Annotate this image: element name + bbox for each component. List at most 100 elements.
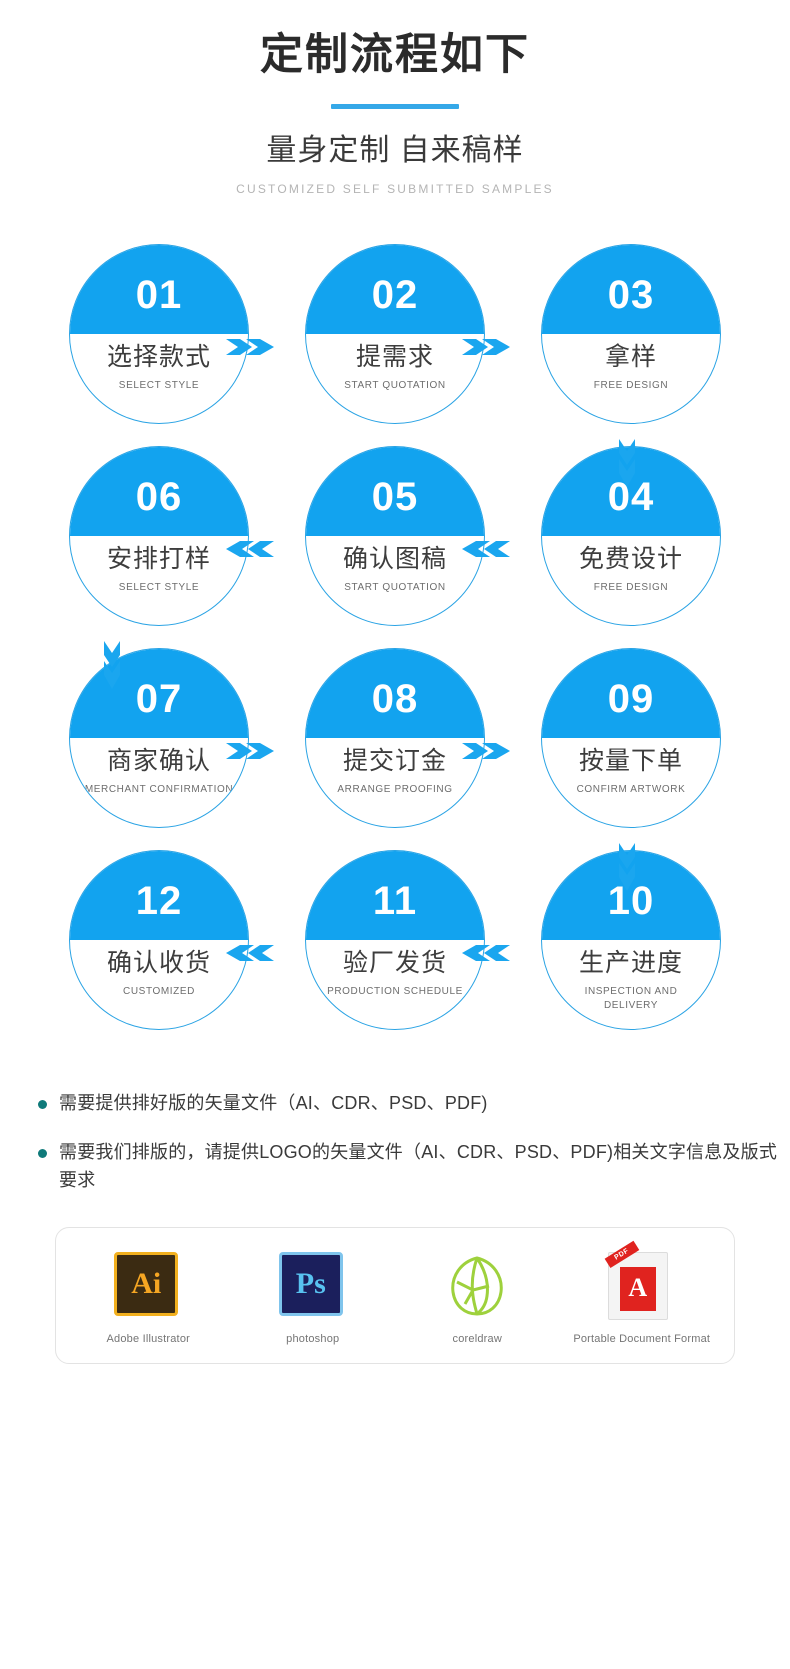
node-number: 11 (372, 879, 418, 924)
arrow-right-icon (222, 332, 278, 362)
arrow-left-icon (222, 534, 278, 564)
software-item-pdf: A PDF Portable Document Format (567, 1241, 717, 1346)
process-cell: 03 拿样 FREE DESIGN (513, 243, 749, 424)
note-item: 需要我们排版的，请提供LOGO的矢量文件（AI、CDR、PSD、PDF)相关文字… (38, 1139, 790, 1195)
node-number-band: 12 (70, 850, 248, 940)
node-label-cn: 按量下单 (578, 746, 683, 775)
note-item: 需要提供排好版的矢量文件（AI、CDR、PSD、PDF) (38, 1090, 790, 1118)
note-text: 需要我们排版的，请提供LOGO的矢量文件（AI、CDR、PSD、PDF)相关文字… (59, 1142, 778, 1191)
pdf-a-mark: A (628, 1273, 648, 1303)
node-number-band: 03 (542, 244, 720, 334)
page-subtitle-english: CUSTOMIZED SELF SUBMITTED SAMPLES (236, 181, 554, 196)
process-cell: 05 确认图稿 START QUOTATION (277, 445, 513, 626)
process-node-01[interactable]: 01 选择款式 SELECT STYLE (69, 243, 249, 424)
process-node-07[interactable]: 07 商家确认 MERCHANT CONFIRMATION (69, 647, 249, 828)
node-label-area: 生产进度 INSPECTION AND DELIVERY (542, 940, 720, 1029)
node-label-en: CUSTOMIZED (123, 986, 195, 998)
node-label-cn: 安排打样 (106, 544, 211, 573)
node-label-area: 选择款式 SELECT STYLE (70, 334, 248, 423)
requirements-notes: 需要提供排好版的矢量文件（AI、CDR、PSD、PDF) 需要我们排版的，请提供… (0, 1090, 790, 1196)
node-number: 12 (135, 879, 183, 924)
node-number-band: 07 (70, 648, 248, 738)
node-number: 07 (135, 677, 183, 722)
node-number: 06 (135, 475, 183, 520)
node-number-band: 06 (70, 446, 248, 536)
process-cell: 09 按量下单 CONFIRM ARTWORK (513, 647, 749, 828)
node-number-band: 04 (542, 446, 720, 536)
process-cell: 08 提交订金 ARRANGE PROOFING (277, 647, 513, 828)
node-label-area: 商家确认 MERCHANT CONFIRMATION (70, 738, 248, 827)
process-cell: 06 安排打样 SELECT STYLE (41, 445, 277, 626)
arrow-down-icon (612, 436, 642, 488)
process-node-09[interactable]: 09 按量下单 CONFIRM ARTWORK (541, 647, 721, 828)
node-label-en: INSPECTION AND DELIVERY (584, 986, 678, 1011)
software-item-illustrator: Ai Adobe Illustrator (73, 1252, 223, 1346)
adobe-illustrator-icon: Ai (114, 1252, 182, 1320)
node-label-area: 提交订金 ARRANGE PROOFING (306, 738, 484, 827)
node-label-area: 拿样 FREE DESIGN (542, 334, 720, 423)
page-subtitle: 量身定制 自来稿样 (266, 133, 524, 167)
node-number-band: 10 (542, 850, 720, 940)
process-node-06[interactable]: 06 安排打样 SELECT STYLE (69, 445, 249, 626)
node-label-cn: 商家确认 (106, 746, 211, 775)
process-node-12[interactable]: 12 确认收货 CUSTOMIZED (69, 849, 249, 1030)
process-row-3: 07 商家确认 MERCHANT CONFIRMATION 08 提交订金 AR… (0, 647, 790, 828)
node-number-band: 11 (306, 850, 484, 940)
bullet-icon (38, 1149, 47, 1159)
node-label-en: ARRANGE PROOFING (337, 784, 453, 796)
software-label: coreldraw (452, 1333, 502, 1346)
process-cell: 02 提需求 START QUOTATION (277, 243, 513, 424)
pdf-ribbon: PDF (604, 1241, 639, 1269)
software-label: Portable Document Format (573, 1333, 711, 1346)
process-cell: 10 生产进度 INSPECTION AND DELIVERY (513, 849, 749, 1030)
node-label-area: 确认收货 CUSTOMIZED (70, 940, 248, 1029)
ai-mark: Ai (114, 1252, 179, 1317)
node-label-cn: 生产进度 (578, 948, 683, 977)
node-label-cn: 拿样 (604, 342, 657, 371)
node-label-en: FREE DESIGN (593, 380, 669, 392)
node-number-band: 02 (306, 244, 484, 334)
arrow-left-icon (458, 534, 514, 564)
node-label-en: FREE DESIGN (593, 582, 669, 594)
software-label: Adobe Illustrator (106, 1333, 190, 1346)
process-node-10[interactable]: 10 生产进度 INSPECTION AND DELIVERY (541, 849, 721, 1030)
pdf-icon: A PDF (604, 1241, 676, 1321)
node-number: 08 (371, 677, 419, 722)
process-row-2: 06 安排打样 SELECT STYLE 05 确认图稿 START QUOTA… (0, 445, 790, 626)
node-number: 09 (607, 677, 655, 722)
process-node-02[interactable]: 02 提需求 START QUOTATION (305, 243, 485, 424)
pdf-page: A PDF (604, 1241, 668, 1321)
node-label-cn: 确认图稿 (342, 544, 447, 573)
pdf-body (619, 1267, 656, 1312)
node-label-cn: 选择款式 (106, 342, 211, 371)
node-number: 05 (371, 475, 419, 520)
software-label: photoshop (286, 1333, 340, 1346)
node-number: 04 (607, 475, 655, 520)
arrow-left-icon (222, 938, 278, 968)
process-node-08[interactable]: 08 提交订金 ARRANGE PROOFING (305, 647, 485, 828)
node-label-en: START QUOTATION (344, 582, 446, 594)
process-node-11[interactable]: 11 验厂发货 PRODUCTION SCHEDULE (305, 849, 485, 1030)
photoshop-icon: Ps (278, 1252, 347, 1320)
supported-software-box: Ai Adobe Illustrator Ps photoshop (55, 1227, 735, 1364)
arrow-left-icon (458, 938, 514, 968)
process-node-04[interactable]: 04 免费设计 FREE DESIGN (541, 445, 721, 626)
process-node-03[interactable]: 03 拿样 FREE DESIGN (541, 243, 721, 424)
bullet-icon (38, 1099, 47, 1109)
process-row-1: 01 选择款式 SELECT STYLE 02 提需求 START QUOTAT… (0, 243, 790, 424)
process-node-05[interactable]: 05 确认图稿 START QUOTATION (305, 445, 485, 626)
process-row-4: 12 确认收货 CUSTOMIZED 11 验厂发货 PRODUCTION SC… (0, 849, 790, 1030)
process-cell: 12 确认收货 CUSTOMIZED (41, 849, 277, 1030)
software-item-coreldraw: coreldraw (402, 1252, 552, 1346)
node-label-area: 安排打样 SELECT STYLE (70, 536, 248, 625)
node-label-en: MERCHANT CONFIRMATION (84, 784, 234, 796)
arrow-right-icon (458, 736, 514, 766)
arrow-down-icon (612, 840, 642, 892)
node-number: 01 (135, 273, 183, 318)
node-number-band: 05 (306, 446, 484, 536)
arrow-right-icon (222, 736, 278, 766)
node-label-area: 免费设计 FREE DESIGN (542, 536, 720, 625)
title-underline (331, 103, 459, 109)
node-label-cn: 免费设计 (578, 544, 683, 573)
node-label-area: 按量下单 CONFIRM ARTWORK (542, 738, 720, 827)
